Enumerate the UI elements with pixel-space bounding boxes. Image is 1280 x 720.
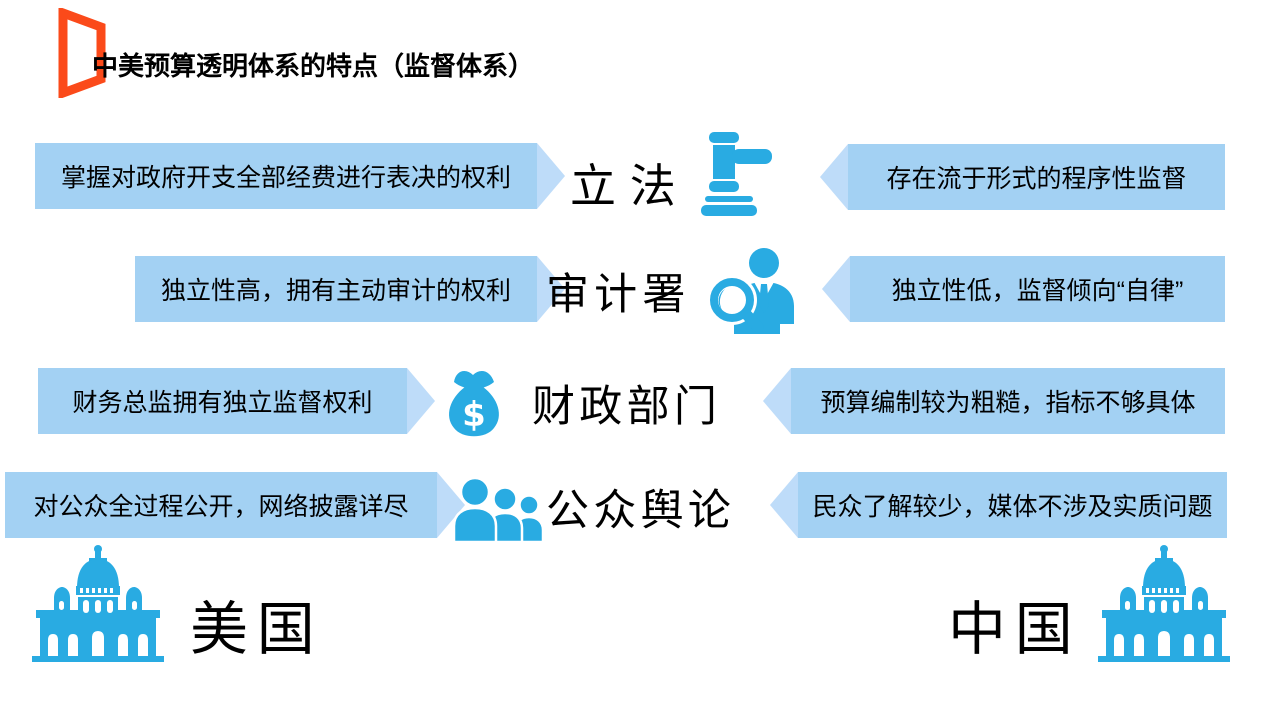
- arrow-tip: [763, 368, 791, 434]
- us-point-text: 独立性高，拥有主动审计的权利: [135, 256, 537, 322]
- cn-point-arrow-public: 民众了解较少，媒体不涉及实质问题: [770, 472, 1227, 538]
- us-point-arrow-public: 对公众全过程公开，网络披露详尽: [5, 472, 465, 538]
- money-bag-icon: $: [442, 366, 506, 440]
- cn-point-text: 独立性低，监督倾向“自律”: [850, 256, 1225, 322]
- capitol-building-cn-icon: [1094, 544, 1234, 664]
- arrow-tip: [770, 472, 798, 538]
- arrow-tip: [407, 368, 435, 434]
- org-label-legislation: 立法: [570, 161, 690, 212]
- cn-point-arrow-finance: 预算编制较为粗糙，指标不够具体: [763, 368, 1225, 434]
- arrow-tip: [537, 256, 565, 322]
- cn-point-text: 存在流于形式的程序性监督: [848, 144, 1225, 210]
- page-title: 中美预算透明体系的特点（监督体系）: [92, 51, 535, 81]
- us-point-text: 掌握对政府开支全部经费进行表决的权利: [35, 143, 537, 209]
- people-group-icon: [452, 478, 544, 542]
- title-marker-icon: [57, 8, 107, 98]
- org-label-public: 公众舆论: [546, 488, 736, 535]
- cn-point-arrow-legislation: 存在流于形式的程序性监督: [820, 144, 1225, 210]
- us-point-text: 财务总监拥有独立监督权利: [38, 368, 407, 434]
- country-label-cn: 中国: [948, 597, 1082, 662]
- us-point-arrow-legislation: 掌握对政府开支全部经费进行表决的权利: [35, 143, 565, 209]
- us-point-arrow-audit: 独立性高，拥有主动审计的权利: [135, 256, 565, 322]
- capitol-building-us-icon: [28, 544, 168, 664]
- cn-point-arrow-audit: 独立性低，监督倾向“自律”: [822, 256, 1225, 322]
- cn-point-text: 预算编制较为粗糙，指标不够具体: [791, 368, 1225, 434]
- auditor-magnifier-icon: [702, 246, 802, 334]
- gavel-icon: [688, 132, 772, 216]
- org-label-audit: 审计署: [546, 272, 691, 319]
- dollar-symbol: $: [462, 395, 486, 435]
- country-label-us: 美国: [190, 597, 324, 662]
- arrow-tip: [820, 144, 848, 210]
- arrow-tip: [537, 143, 565, 209]
- us-point-arrow-finance: 财务总监拥有独立监督权利: [38, 368, 435, 434]
- cn-point-text: 民众了解较少，媒体不涉及实质问题: [798, 472, 1227, 538]
- us-point-text: 对公众全过程公开，网络披露详尽: [5, 472, 437, 538]
- arrow-tip: [822, 256, 850, 322]
- org-label-finance: 财政部门: [532, 384, 722, 431]
